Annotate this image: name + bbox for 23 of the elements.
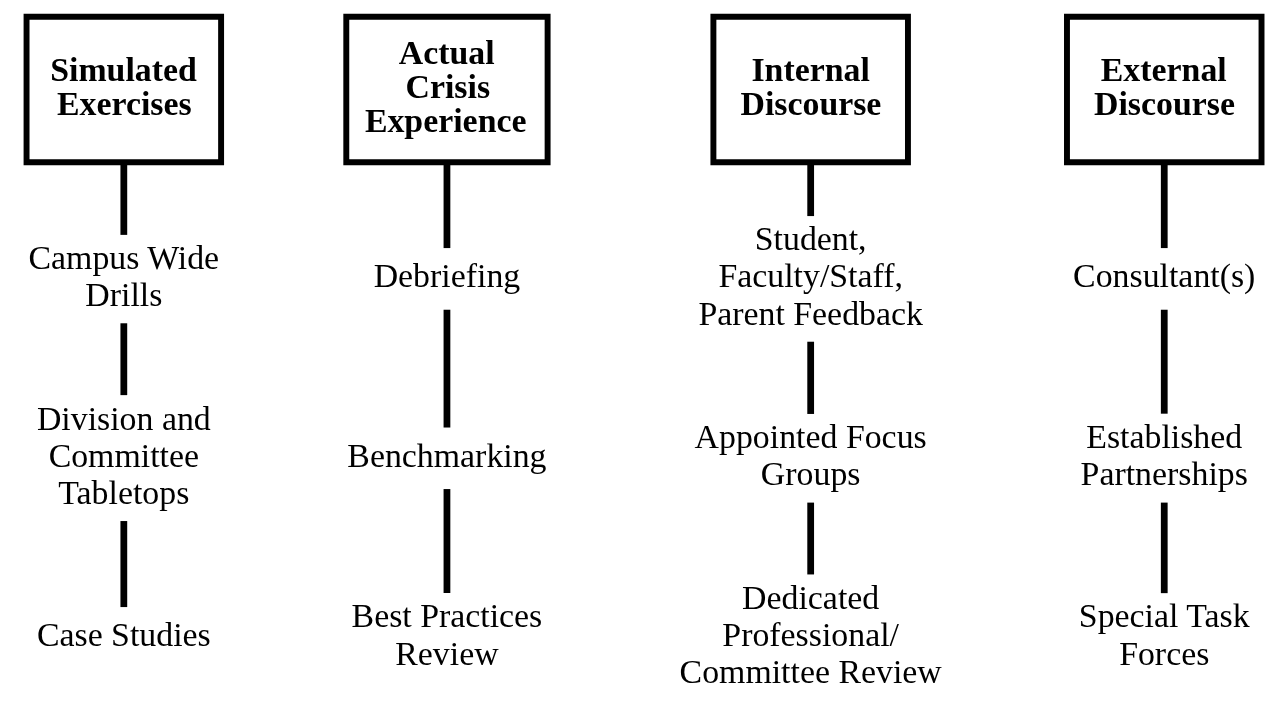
node-text: Consultant(s) <box>1073 256 1256 294</box>
node-box: Actual Crisis Experience <box>343 13 551 165</box>
connector <box>1160 162 1168 248</box>
connector <box>443 162 451 248</box>
node-text: Case Studies <box>36 615 211 653</box>
node-text: Student, Faculty/Staff, Parent Feedback <box>698 219 923 332</box>
node-text: Established Partnerships <box>1080 417 1248 492</box>
node-box: Internal Discourse <box>710 13 911 165</box>
node-text: Dedicated Professional/ Committee Review <box>679 578 942 690</box>
connector <box>443 488 451 593</box>
node-text: Benchmarking <box>347 436 547 474</box>
node-text: Special Task Forces <box>1078 596 1250 672</box>
node-text: Campus Wide Drills <box>28 238 220 313</box>
node-text: Division and Committee Tabletops <box>36 399 211 511</box>
connector <box>120 322 128 395</box>
connector <box>120 162 128 235</box>
node-text: Best Practices Review <box>351 596 543 672</box>
node-box: Simulated Exercises <box>23 13 225 165</box>
connector <box>120 520 128 607</box>
node-text: Debriefing <box>373 256 521 294</box>
node-text: Appointed Focus Groups <box>694 417 927 492</box>
node-box: External Discourse <box>1064 13 1265 165</box>
connector <box>807 162 815 216</box>
